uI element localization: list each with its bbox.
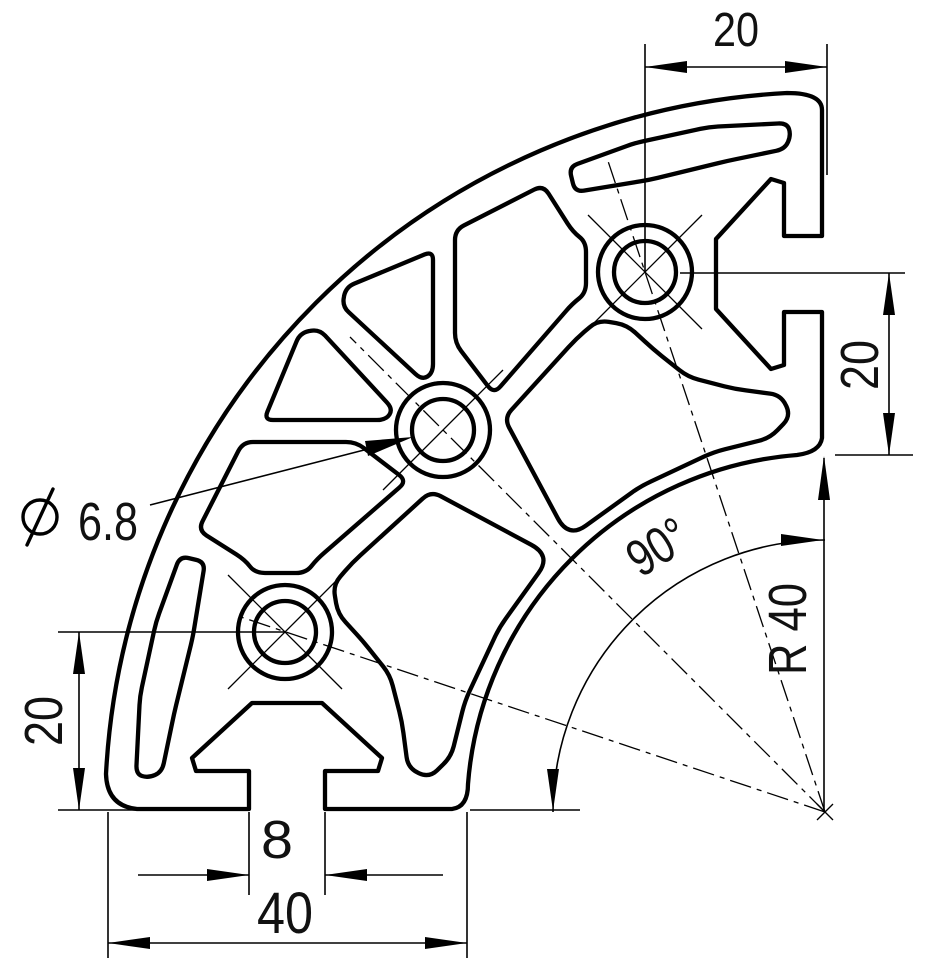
cavity-outer-wing-bottom — [134, 555, 206, 779]
leader-line-hole — [149, 448, 369, 506]
dim-text-hole-diameter: 6.8 — [78, 492, 138, 552]
cavity-inner-top — [504, 319, 791, 533]
dim-text-right-depth: 20 — [830, 340, 890, 390]
cavity-inner-bottom — [332, 491, 546, 778]
core-hole — [409, 396, 477, 464]
arrowhead — [645, 61, 687, 73]
core-hole — [251, 598, 319, 666]
arrowhead — [785, 61, 827, 73]
diameter-symbol-slash — [25, 487, 55, 547]
arrowhead — [883, 413, 895, 455]
centerline-middle-hole — [349, 336, 826, 813]
dim-text-radius: R 40 — [758, 583, 818, 675]
diameter-symbol-circle — [21, 498, 59, 536]
cavity-kite-top — [341, 251, 436, 380]
cavity-kite-bottom — [264, 328, 393, 423]
centerline-top-hole — [607, 160, 826, 813]
hole-cross-line — [382, 369, 504, 491]
arrowhead — [781, 534, 823, 546]
center-mark — [816, 803, 834, 821]
dim-text-left-depth: 20 — [14, 696, 74, 746]
dim-text-angle: 90° — [616, 507, 699, 589]
dim-text-slot-width: 8 — [261, 810, 293, 870]
core-hole — [611, 238, 679, 306]
arrowhead — [425, 937, 467, 949]
arrowhead — [818, 456, 830, 500]
hole-cross-line — [227, 574, 343, 690]
arrowhead — [207, 869, 249, 881]
hole-boss — [595, 222, 695, 322]
dim-text-profile-width: 40 — [257, 881, 313, 946]
hole-cross-line — [587, 214, 703, 330]
arrowhead — [108, 937, 150, 949]
hole-boss — [393, 380, 493, 480]
cavity-outer-wing-top — [568, 121, 792, 193]
dim-text-top-width: 20 — [713, 4, 759, 57]
arrowhead — [73, 768, 85, 810]
hole-boss — [235, 582, 335, 682]
arrowhead — [547, 769, 559, 811]
cavity-pentagon-top — [452, 185, 589, 393]
arrowhead — [883, 273, 895, 315]
arrowhead — [73, 632, 85, 674]
arrowhead — [325, 869, 367, 881]
centerline-bottom-hole — [234, 614, 826, 813]
angle-dim-arc — [552, 539, 826, 813]
cavity-pentagon-bottom — [198, 439, 406, 576]
arrowhead — [365, 437, 413, 456]
profile-outline — [103, 90, 825, 812]
